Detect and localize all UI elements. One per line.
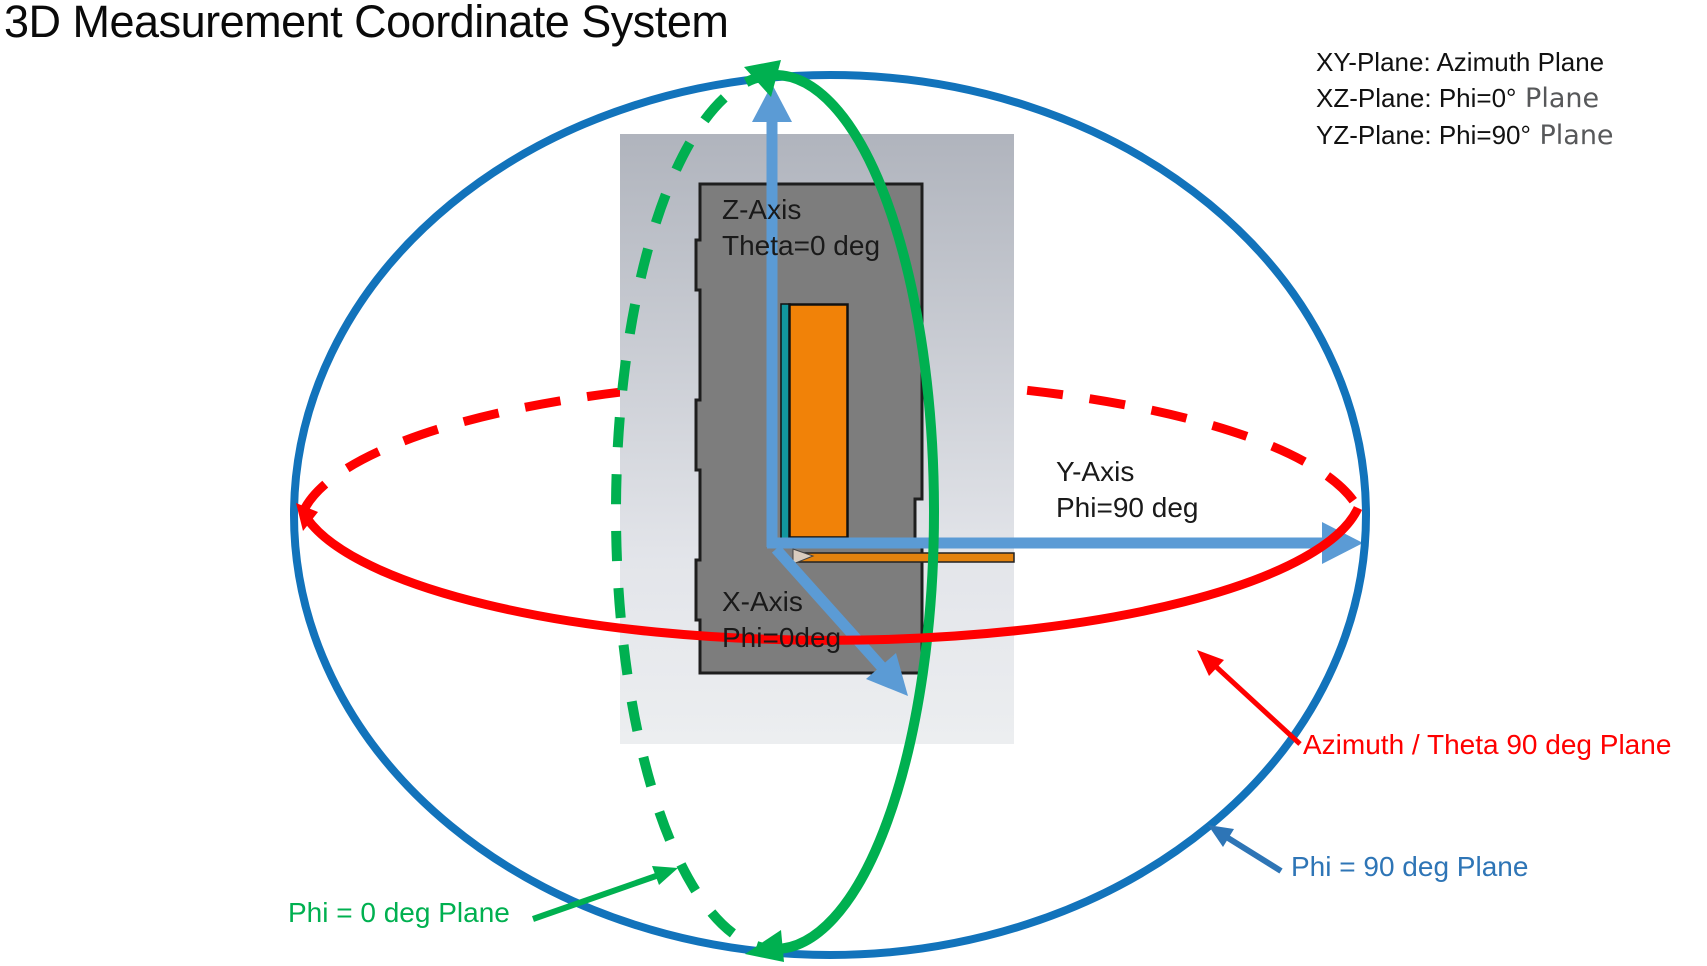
annotation-phi90-plane: Phi = 90 deg Plane <box>1291 851 1529 882</box>
legend-line-xz-text: XZ-Plane: Phi=0° <box>1316 83 1517 113</box>
legend-line-yz-text: YZ-Plane: Phi=90° <box>1316 120 1531 150</box>
z-axis-name: Z-Axis <box>722 194 802 225</box>
azimuth-plane-ellipse-front-solid <box>299 506 1363 645</box>
legend-line-yz: YZ-Plane: Phi=90° Plane <box>1316 117 1614 154</box>
phi90-callout-arrow <box>1218 830 1283 874</box>
phi0-top-arrowhead-icon <box>744 60 781 97</box>
origin-marker <box>792 548 815 565</box>
y-axis-arrowhead-icon <box>1322 522 1363 564</box>
phi0-plane-ellipse-front-solid <box>774 70 939 954</box>
phi90-plane-ellipse <box>290 71 1370 959</box>
z-axis-detail: Theta=0 deg <box>722 230 881 261</box>
azimuth-callout-arrowhead-icon <box>1197 650 1224 676</box>
legend-line-xy: XY-Plane: Azimuth Plane <box>1316 44 1614 80</box>
phi0-bottom-arrowhead-icon <box>745 930 784 962</box>
annotation-phi0-plane: Phi = 0 deg Plane <box>288 897 510 928</box>
x-axis-name: X-Axis <box>722 586 803 617</box>
annotation-azimuth-plane: Azimuth / Theta 90 deg Plane <box>1303 729 1672 760</box>
legend-line-xz: XZ-Plane: Phi=0° Plane <box>1316 80 1614 117</box>
legend-line-xy-text: XY-Plane: Azimuth Plane <box>1316 47 1605 77</box>
antenna-element-orange <box>788 303 849 539</box>
z-axis-arrowhead-icon <box>752 84 792 122</box>
legend-line-xz-suffix: Plane <box>1516 83 1600 114</box>
x-axis-label: X-Axis Phi=0deg <box>722 584 841 656</box>
y-axis-name: Y-Axis <box>1056 456 1135 487</box>
azimuth-callout-arrow <box>1210 661 1302 746</box>
legend: XY-Plane: Azimuth Plane XZ-Plane: Phi=0°… <box>1316 44 1614 154</box>
y-axis-label: Y-Axis Phi=90 deg <box>1056 454 1198 526</box>
legend-line-yz-suffix: Plane <box>1530 120 1614 151</box>
z-axis-label: Z-Axis Theta=0 deg <box>722 192 880 264</box>
phi0-callout-arrowhead-icon <box>652 866 678 885</box>
phi90-callout-arrowhead-icon <box>1208 825 1234 847</box>
x-axis-detail: Phi=0deg <box>722 622 842 653</box>
phi0-callout-arrow <box>532 873 657 922</box>
x-axis-arrowhead-icon <box>866 653 908 696</box>
y-axis-detail: Phi=90 deg <box>1056 492 1199 523</box>
feed-line-orange <box>794 552 1015 563</box>
x-axis-arrow <box>771 545 893 678</box>
page-title: 3D Measurement Coordinate System <box>4 0 729 47</box>
azimuth-left-arrowhead-icon <box>296 503 318 531</box>
